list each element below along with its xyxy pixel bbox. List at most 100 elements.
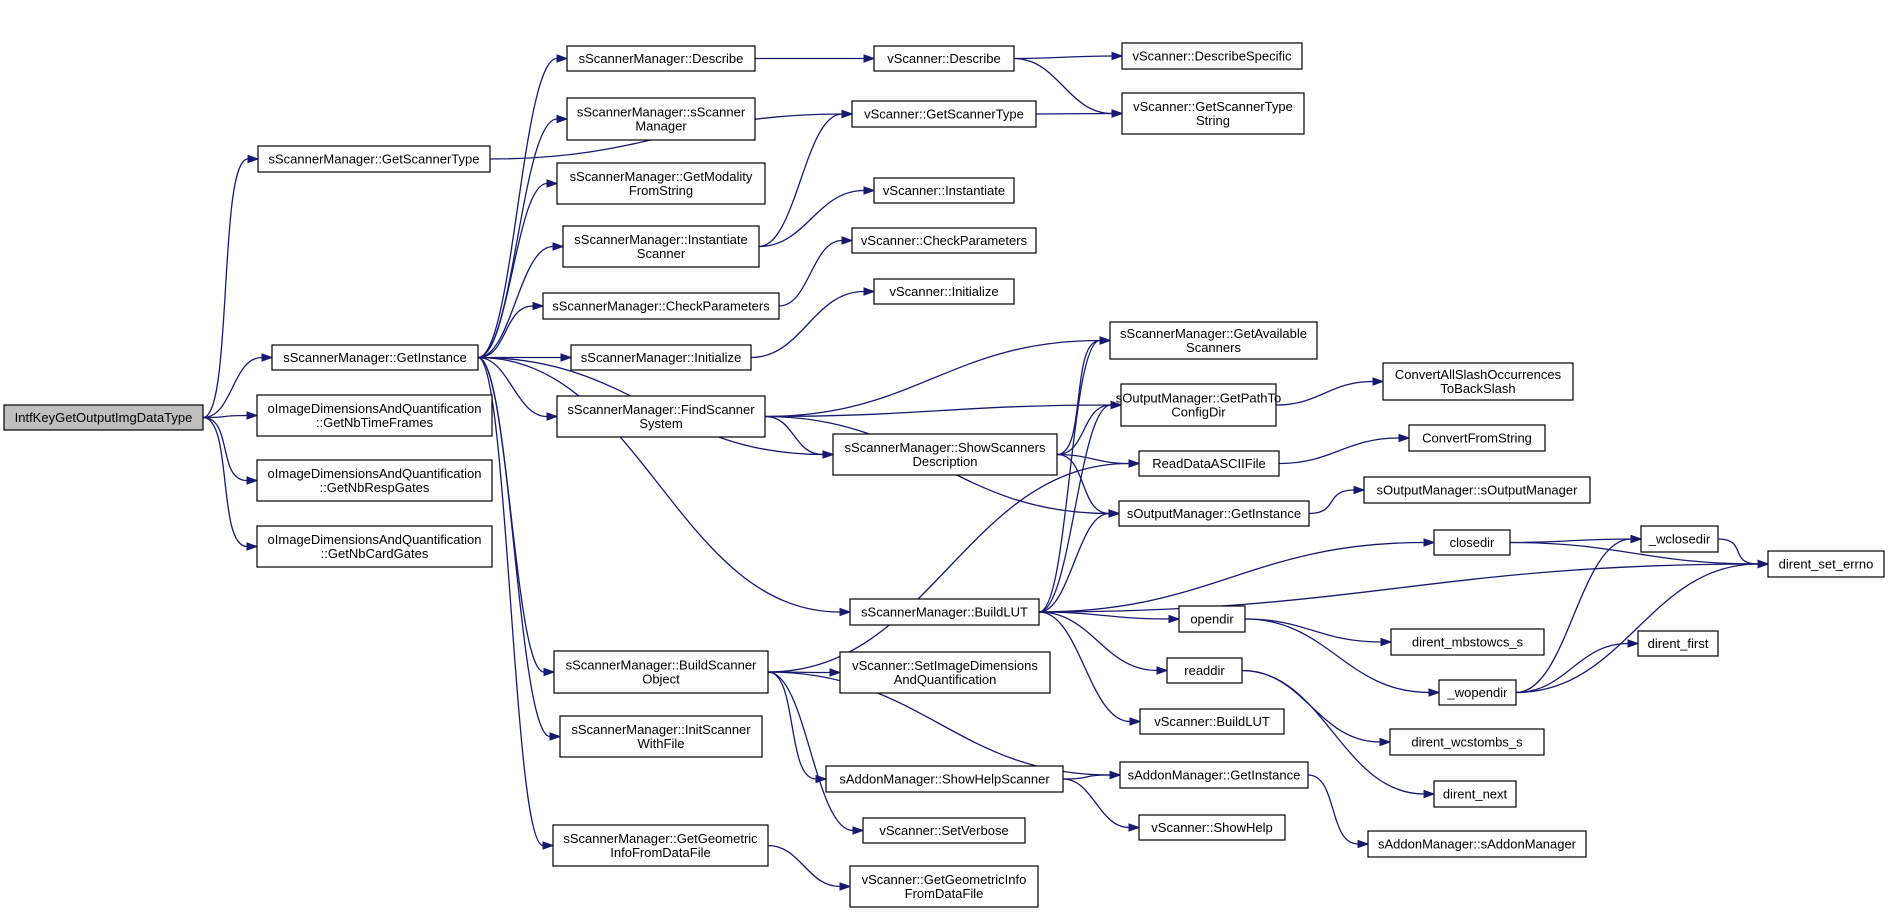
node-sm-get-geom[interactable]: sScannerManager::GetGeometricInfoFromDat… (552, 824, 769, 867)
arrowhead-icon (1398, 433, 1411, 443)
node-box (1166, 657, 1243, 684)
node-box (566, 97, 756, 141)
node-box (1109, 321, 1318, 360)
edge-sm-initialize-to-vs-initialize (750, 287, 876, 359)
node-box (562, 225, 760, 268)
node-label: vScanner::SetVerbose (879, 823, 1008, 838)
node-sm-get-instance[interactable]: sScannerManager::GetInstance (271, 344, 479, 371)
node-closedir[interactable]: closedir (1433, 529, 1511, 556)
node-vs-describe-specific[interactable]: vScanner::DescribeSpecific (1121, 42, 1303, 70)
arrowhead-icon (247, 154, 260, 164)
edge-sm-build-lut-to-vs-build-lut (1038, 611, 1142, 726)
node-vs-show-help[interactable]: vScanner::ShowHelp (1138, 814, 1286, 841)
node-convert-from-string[interactable]: ConvertFromString (1408, 424, 1546, 452)
node-label: opendir (1190, 612, 1234, 627)
node-label: sScannerManager::ShowScanners (845, 440, 1046, 455)
arrowhead-icon (863, 287, 876, 296)
node-label: closedir (1450, 535, 1495, 550)
arrowhead-icon (1627, 639, 1640, 648)
node-am-show-help-scanner[interactable]: sAddonManager::ShowHelpScanner (825, 765, 1064, 793)
node-box (257, 145, 491, 173)
edge-sm-build-scanner-to-read-data-ascii (767, 459, 1141, 673)
node-root[interactable]: IntfKeyGetOutputImgDataType (3, 404, 204, 431)
node-oid-get-nb-resp-gates[interactable]: oImageDimensionsAndQuantification::GetNb… (256, 459, 493, 502)
node-mbstowcs[interactable]: dirent_mbstowcs_s (1390, 628, 1545, 656)
edge-line (767, 844, 841, 888)
edge-sm-build-lut-to-closedir (1038, 538, 1436, 613)
node-label: vScanner::BuildLUT (1154, 714, 1270, 729)
node-sm-describe[interactable]: sScannerManager::Describe (566, 45, 756, 72)
node-readdir[interactable]: readdir (1166, 657, 1243, 684)
node-label: ConvertAllSlashOccurrences (1395, 367, 1562, 382)
node-box (873, 177, 1015, 204)
node-box (271, 344, 479, 371)
node-sm-ctor[interactable]: sScannerManager::sScannerManager (566, 97, 756, 141)
node-wclosedir[interactable]: _wclosedir (1640, 525, 1719, 553)
edge-sm-build-lut-to-readdir (1038, 611, 1169, 675)
arrowhead-icon (1379, 737, 1392, 747)
node-vs-build-lut[interactable]: vScanner::BuildLUT (1139, 708, 1285, 735)
node-vs-initialize[interactable]: vScanner::Initialize (873, 278, 1015, 305)
node-vs-set-verbose[interactable]: vScanner::SetVerbose (862, 817, 1026, 844)
node-opendir[interactable]: opendir (1178, 605, 1246, 633)
edge-sm-find-scanner-to-sm-show-scanners (764, 415, 835, 459)
arrowhead-icon (1099, 336, 1112, 345)
node-label: sScannerManager::Describe (579, 51, 744, 66)
arrowhead-icon (1372, 377, 1385, 386)
node-box (1433, 529, 1511, 556)
node-am-get-instance[interactable]: sAddonManager::GetInstance (1119, 761, 1309, 789)
arrowhead-icon (556, 114, 569, 124)
node-sm-build-lut[interactable]: sScannerManager::BuildLUT (849, 598, 1040, 626)
node-vs-describe[interactable]: vScanner::Describe (873, 45, 1015, 72)
edge-line (1056, 404, 1112, 456)
call-nodes: IntfKeyGetOutputImgDataType sScannerManag… (3, 42, 1885, 908)
node-label: sScannerManager::GetInstance (283, 350, 467, 365)
node-wopendir[interactable]: _wopendir (1438, 679, 1517, 706)
node-box (1433, 780, 1517, 808)
node-label: vScanner::GetGeometricInfo (862, 872, 1027, 887)
node-label: ReadDataASCIIFile (1152, 456, 1265, 471)
edge-line (1056, 453, 1130, 465)
edge-line (1509, 541, 1759, 565)
node-om-get-instance[interactable]: sOutputManager::GetInstance (1118, 500, 1310, 527)
edge-opendir-to-mbstowcs (1244, 618, 1393, 647)
arrowhead-icon (1428, 688, 1441, 697)
node-vs-instantiate[interactable]: vScanner::Instantiate (873, 177, 1015, 204)
edge-line (477, 356, 544, 847)
node-label: vScanner::Instantiate (883, 183, 1005, 198)
node-vs-get-scanner-type[interactable]: vScanner::GetScannerType (851, 100, 1037, 128)
node-am-ctor[interactable]: sAddonManager::sAddonManager (1367, 830, 1587, 858)
node-sm-check-params[interactable]: sScannerManager::CheckParameters (542, 292, 780, 320)
node-om-ctor[interactable]: sOutputManager::sOutputManager (1363, 476, 1591, 504)
node-oid-get-nb-card-gates[interactable]: oImageDimensionsAndQuantification::GetNb… (256, 525, 493, 568)
node-box (256, 525, 493, 568)
node-vs-check-params[interactable]: vScanner::CheckParameters (851, 227, 1037, 254)
arrowhead-icon (543, 667, 556, 677)
node-sm-initialize[interactable]: sScannerManager::Initialize (570, 344, 752, 371)
node-dirent-set-errno[interactable]: dirent_set_errno (1767, 550, 1885, 578)
node-sm-get-scanner-type[interactable]: sScannerManager::GetScannerType (257, 145, 491, 173)
node-box (862, 817, 1026, 844)
node-wcstombs[interactable]: dirent_wcstombs_s (1389, 728, 1545, 756)
node-read-data-ascii[interactable]: ReadDataASCIIFile (1138, 450, 1280, 477)
node-label: vScanner::Describe (887, 51, 1000, 66)
node-vs-set-image-dims[interactable]: vScanner::SetImageDimensionsAndQuantific… (839, 651, 1051, 694)
arrowhead-icon (839, 882, 852, 891)
node-dirent-first[interactable]: dirent_first (1637, 630, 1719, 657)
node-box (1438, 679, 1517, 706)
node-dirent-next[interactable]: dirent_next (1433, 780, 1517, 808)
node-oid-get-nb-time-frames[interactable]: oImageDimensionsAndQuantification::GetNb… (256, 394, 493, 437)
arrowhead-icon (1357, 839, 1370, 849)
